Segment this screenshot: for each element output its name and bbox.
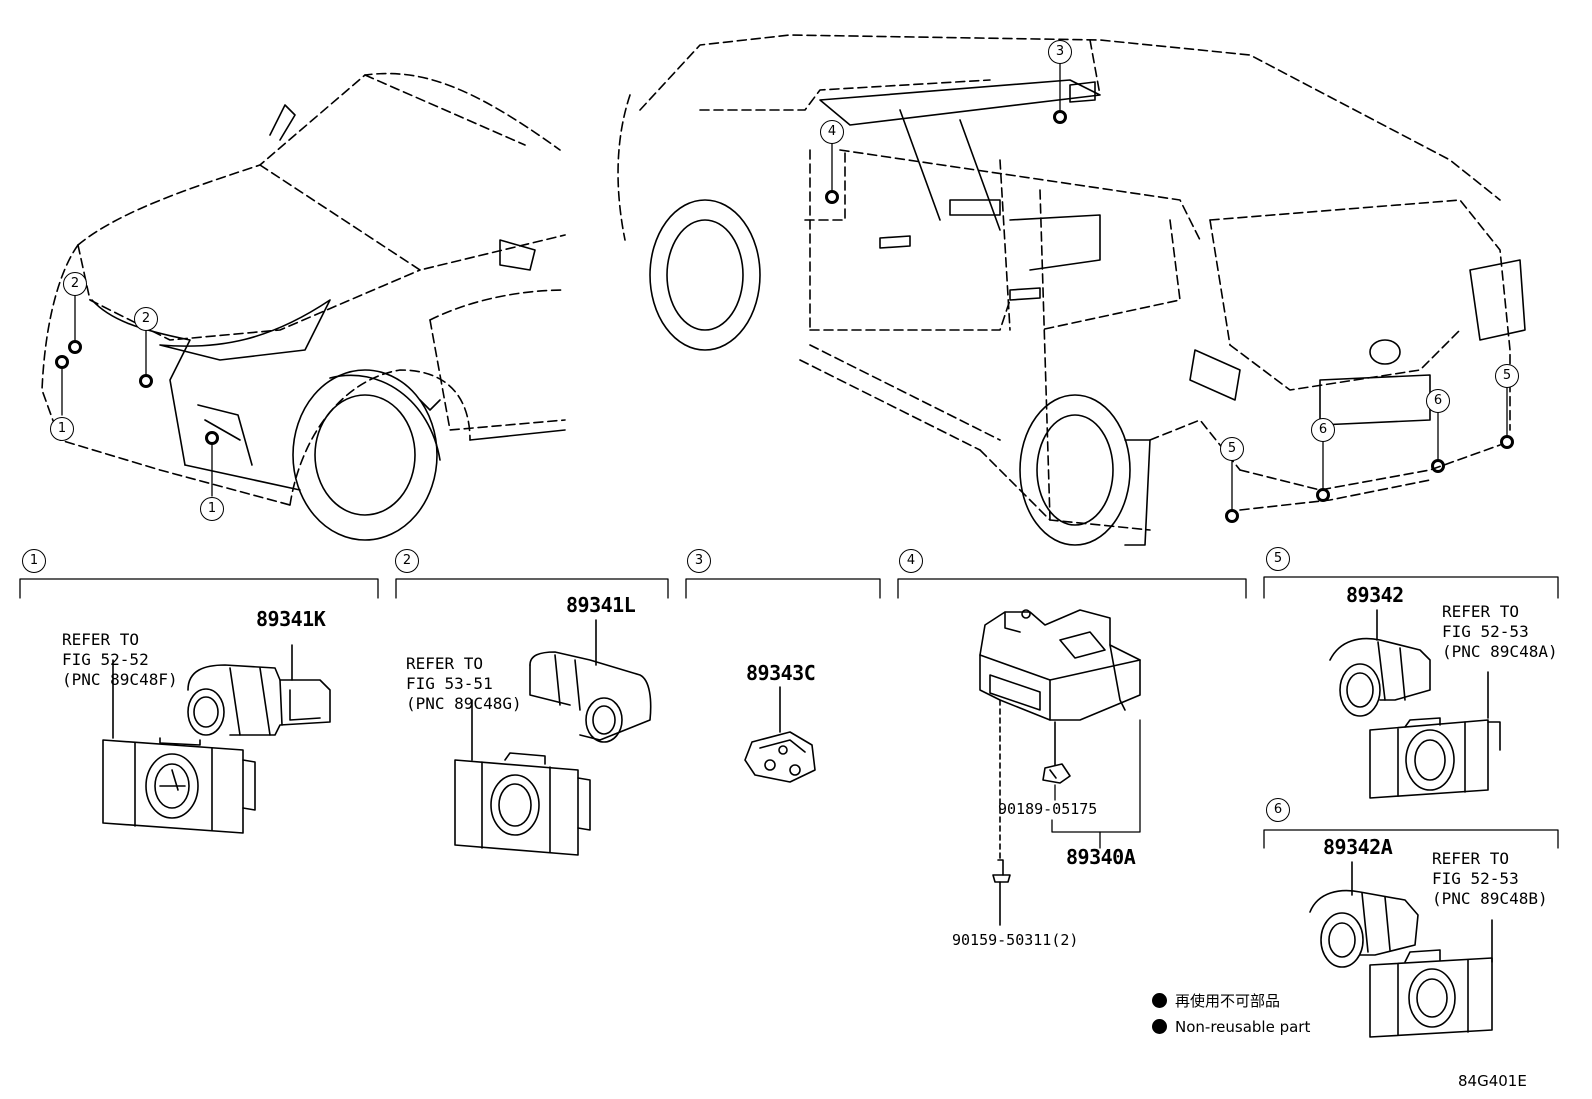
callout-4-pillar: 4 bbox=[820, 120, 844, 144]
refer-line-2: FIG 53-51 bbox=[406, 674, 493, 693]
group-1-number: 1 bbox=[22, 549, 46, 573]
legend-en-text: Non-reusable part bbox=[1175, 1018, 1311, 1036]
part-number-bolt[interactable]: 90159-50311(2) bbox=[952, 931, 1079, 949]
group-5-number: 5 bbox=[1266, 547, 1290, 571]
callout-6-rear-center-right: 6 bbox=[1426, 389, 1450, 413]
group-3-number: 3 bbox=[687, 549, 711, 573]
refer-line-2: FIG 52-53 bbox=[1432, 869, 1519, 888]
refer-line-2: FIG 52-53 bbox=[1442, 622, 1529, 641]
part-number-89341L[interactable]: 89341L bbox=[566, 593, 636, 617]
group-6-number: 6 bbox=[1266, 798, 1290, 822]
rear-vehicle-solid bbox=[649, 79, 1526, 546]
group-4-number: 4 bbox=[899, 549, 923, 573]
non-reusable-dot-icon bbox=[1152, 993, 1167, 1008]
part-number-89343C[interactable]: 89343C bbox=[746, 661, 816, 685]
non-reusable-dot-icon bbox=[1152, 1019, 1167, 1034]
callout-1-front-left: 1 bbox=[50, 417, 74, 441]
holder-group5-art bbox=[1369, 671, 1501, 799]
callout-5-rear-right: 5 bbox=[1495, 364, 1519, 388]
refer-line-1: REFER TO bbox=[1442, 602, 1520, 621]
refer-line-3: (PNC 89C48G) bbox=[406, 694, 522, 713]
refer-line-1: REFER TO bbox=[1432, 849, 1510, 868]
sensor-location-marks bbox=[55, 110, 1514, 523]
holder-group1-art bbox=[102, 659, 256, 834]
refer-line-2: FIG 52-52 bbox=[62, 650, 149, 669]
ecu-leader-lines bbox=[1051, 719, 1141, 849]
callout-6-rear-center-left: 6 bbox=[1311, 418, 1335, 442]
refer-line-3: (PNC 89C48B) bbox=[1432, 889, 1548, 908]
callout-5-rear-left: 5 bbox=[1220, 437, 1244, 461]
front-vehicle-solid bbox=[91, 104, 566, 541]
legend-jp-text: 再使用不可部品 bbox=[1175, 992, 1281, 1010]
refer-line-3: (PNC 89C48F) bbox=[62, 670, 178, 689]
callout-3-roof: 3 bbox=[1048, 40, 1072, 64]
ecu-bolt-art bbox=[992, 699, 1011, 926]
legend-non-reusable-en: Non-reusable part bbox=[1152, 1018, 1310, 1036]
sensor-89342A-art bbox=[1309, 861, 1419, 968]
part-number-nut[interactable]: 90189-05175 bbox=[998, 800, 1098, 818]
ecu-89340A-art bbox=[979, 609, 1141, 721]
refer-line-3: (PNC 89C48A) bbox=[1442, 642, 1558, 661]
sensor-89341L-art bbox=[529, 619, 652, 743]
sensor-89343C-art bbox=[744, 686, 816, 783]
part-number-89342[interactable]: 89342 bbox=[1346, 583, 1404, 607]
callout-2-front-left: 2 bbox=[63, 272, 87, 296]
sensor-89341K-art bbox=[187, 644, 331, 736]
holder-group6-art bbox=[1369, 919, 1493, 1038]
front-vehicle-outline bbox=[41, 72, 566, 506]
group-brackets bbox=[19, 576, 1559, 849]
part-number-89341K[interactable]: 89341K bbox=[256, 607, 326, 631]
group-2-number: 2 bbox=[395, 549, 419, 573]
refer-line-1: REFER TO bbox=[62, 630, 140, 649]
callout-2-front-center: 2 bbox=[134, 307, 158, 331]
sensor-89342-art bbox=[1329, 609, 1431, 717]
rear-vehicle-outline bbox=[617, 34, 1511, 531]
ecu-nut-art bbox=[1042, 721, 1071, 784]
callout-1-front-bumper: 1 bbox=[200, 497, 224, 521]
legend-non-reusable-jp: 再使用不可部品 bbox=[1152, 992, 1280, 1010]
part-number-89342A[interactable]: 89342A bbox=[1323, 835, 1393, 859]
holder-group2-art bbox=[454, 699, 591, 856]
part-number-89340A[interactable]: 89340A bbox=[1066, 845, 1136, 869]
refer-line-1: REFER TO bbox=[406, 654, 484, 673]
callout-leaders bbox=[61, 61, 1508, 511]
figure-code: 84G401E bbox=[1458, 1072, 1527, 1090]
